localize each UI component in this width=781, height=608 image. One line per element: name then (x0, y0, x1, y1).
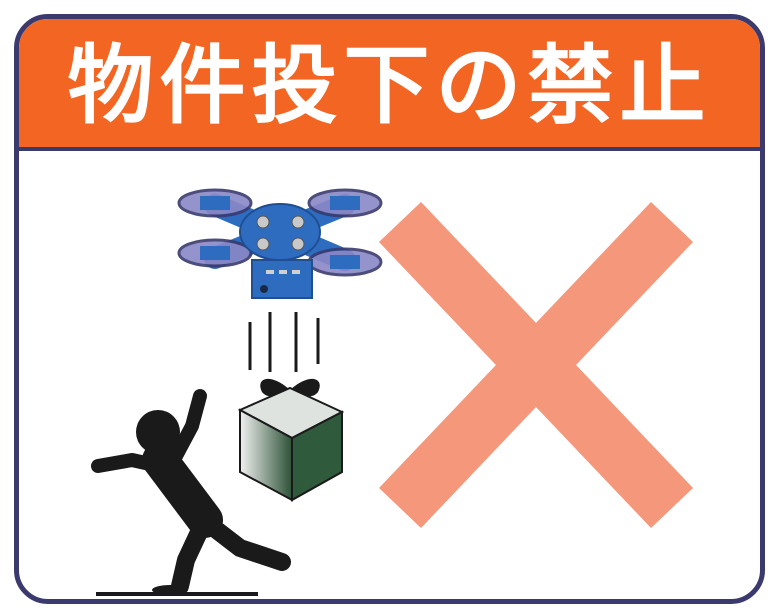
person-falling-icon (91, 389, 291, 595)
sign-header: 物件投下の禁止 (19, 19, 760, 151)
warning-sign: 物件投下の禁止 (14, 14, 765, 604)
falling-package-icon (237, 378, 345, 502)
prohibition-cross-icon (378, 202, 694, 528)
sign-title: 物件投下の禁止 (67, 36, 712, 136)
falling-motion-lines (248, 312, 320, 372)
drone-icon (177, 188, 383, 299)
